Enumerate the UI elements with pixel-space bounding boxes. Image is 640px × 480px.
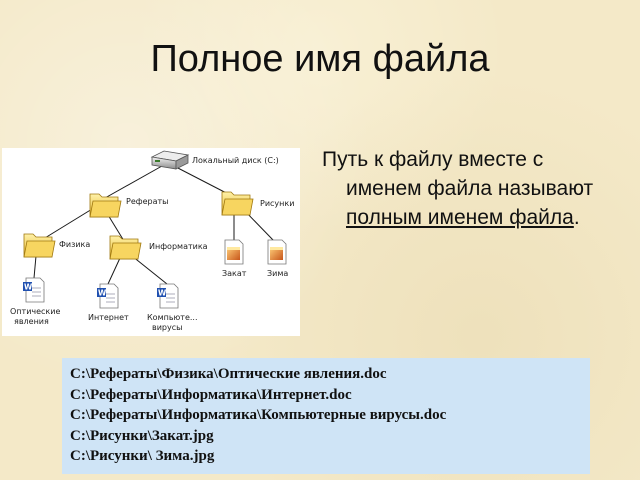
file-zakat-node: Закат	[222, 239, 247, 278]
folder-risunki-label: Рисунки	[260, 199, 294, 208]
word-document-icon: W	[97, 283, 119, 309]
slide-title: Полное имя файла	[150, 38, 490, 80]
folder-referaty-label: Рефераты	[126, 197, 168, 206]
full-filename-term: полным именем файла	[346, 206, 574, 229]
connector-fizika-optika	[33, 255, 37, 279]
folder-informatika-label: Информатика	[149, 242, 208, 251]
connector-disk-referaty	[104, 165, 163, 199]
path-row: C:\Рисунки\ Зима.jpg	[70, 448, 215, 464]
folder-informatika-node: Информатика	[109, 235, 208, 260]
folder-icon	[109, 235, 142, 260]
tree-connectors	[33, 165, 275, 285]
description-period: .	[573, 206, 580, 229]
file-opticheskie-node: W Оптические явления	[10, 277, 60, 326]
word-letter: W	[24, 283, 33, 292]
file-internet-label: Интернет	[88, 313, 129, 322]
folder-fizika-label: Физика	[59, 240, 90, 249]
file-tree-svg: Локальный диск (C:) Рефераты Рисунки Ф	[10, 150, 294, 332]
file-tree-diagram: Локальный диск (C:) Рефераты Рисунки Ф	[2, 148, 300, 336]
folder-fizika-node: Физика	[23, 233, 90, 258]
folder-icon	[23, 233, 56, 258]
file-opticheskie-label-2: явления	[14, 317, 49, 326]
file-virusy-node: W Компьюте... вирусы	[147, 283, 198, 332]
description-text: Путь к файлу вместе с именем файла назыв…	[322, 145, 632, 232]
word-document-icon: W	[23, 277, 45, 303]
image-file-icon	[267, 239, 287, 265]
connector-referaty-fizika	[39, 205, 98, 242]
path-row: C:\Рефераты\Информатика\Интернет.doc	[70, 386, 352, 403]
word-document-icon: W	[157, 283, 179, 309]
connector-informatika-internet	[107, 257, 121, 285]
folder-referaty-node: Рефераты	[89, 193, 168, 218]
path-row: C:\Рисунки\Закат.jpg	[70, 427, 214, 444]
disk-label: Локальный диск (C:)	[192, 156, 279, 165]
path-row: C:\Рефераты\Информатика\Компьютерные вир…	[70, 407, 447, 423]
connector-informatika-virusy	[131, 255, 168, 285]
full-paths-box: C:\Рефераты\Физика\Оптические явления.do…	[62, 358, 590, 474]
folder-risunki-node: Рисунки	[221, 191, 294, 216]
description-line-3: полным именем файла.	[322, 203, 632, 232]
file-zima-node: Зима	[267, 239, 288, 278]
file-internet-node: W Интернет	[88, 283, 129, 322]
description-line-1: Путь к файлу вместе с	[322, 148, 544, 171]
file-zakat-label: Закат	[222, 269, 247, 278]
description-line-2: именем файла называют	[346, 177, 594, 200]
path-row: C:\Рефераты\Физика\Оптические явления.do…	[70, 366, 387, 382]
word-letter: W	[98, 289, 107, 298]
image-file-icon	[224, 239, 244, 265]
file-virusy-label-2: вирусы	[152, 323, 182, 332]
folder-icon	[221, 191, 254, 216]
word-letter: W	[158, 289, 167, 298]
folder-icon	[89, 193, 122, 218]
local-disk-node: Локальный диск (C:)	[150, 150, 279, 170]
file-opticheskie-label-1: Оптические	[10, 307, 60, 316]
file-zima-label: Зима	[267, 269, 288, 278]
file-virusy-label-1: Компьюте...	[147, 313, 198, 322]
hard-drive-icon	[150, 150, 190, 170]
